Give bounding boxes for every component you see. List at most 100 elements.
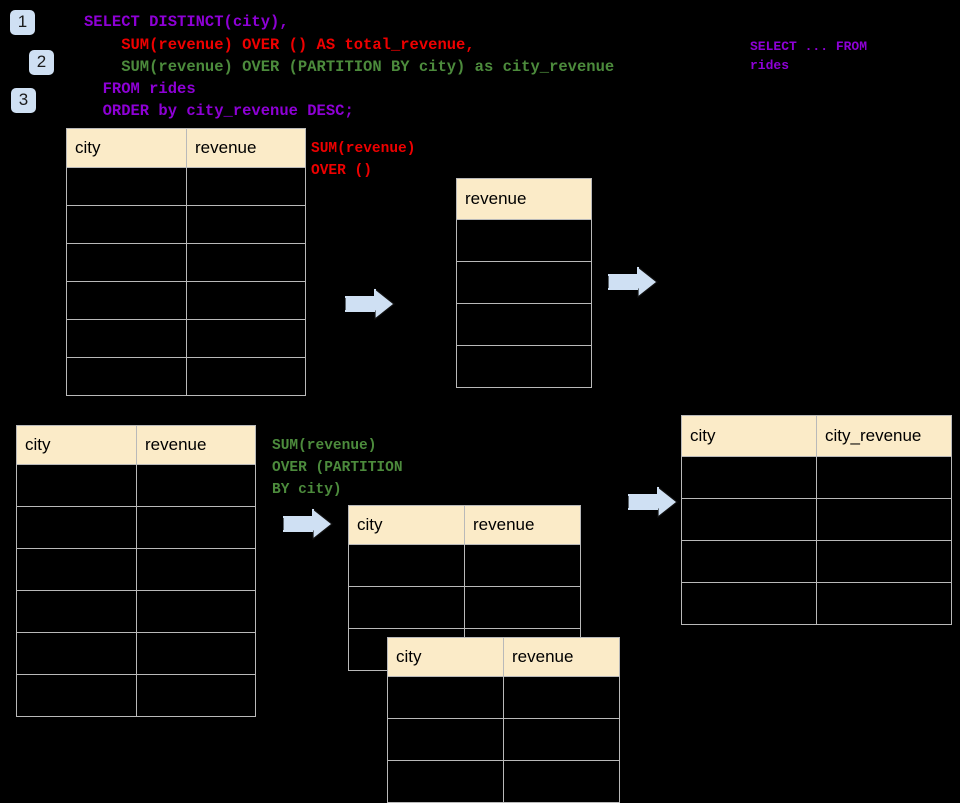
table-cell <box>456 261 592 304</box>
table-cell <box>66 357 187 396</box>
column-header-city: city <box>387 637 504 677</box>
annotation-sum-over-empty: SUM(revenue) OVER () <box>311 141 416 179</box>
table-cell <box>186 167 306 206</box>
table-row <box>66 167 306 206</box>
sql-sidenote: SELECT ... FROM rides <box>750 39 868 73</box>
table-cell <box>681 582 817 625</box>
table-cell <box>186 281 306 320</box>
sql-line-total-revenue: SUM(revenue) OVER () AS total_revenue, <box>84 36 475 54</box>
table-row <box>681 456 952 499</box>
column-header-revenue: revenue <box>503 637 620 677</box>
column-header-revenue: revenue <box>464 505 581 545</box>
table-cell <box>387 760 504 803</box>
table-row <box>456 345 592 388</box>
table-cell <box>16 590 137 633</box>
table-revenue-only: revenue <box>456 178 592 388</box>
column-header-revenue: revenue <box>136 425 256 465</box>
table-cell <box>16 464 137 507</box>
table-row <box>681 540 952 583</box>
table-row <box>16 632 256 675</box>
step-badge-3: 3 <box>11 88 36 113</box>
table-cell <box>816 498 952 541</box>
table-cell <box>456 303 592 346</box>
arrow-right-icon <box>344 287 395 321</box>
table-header-row: revenue <box>456 178 592 220</box>
arrow-right-icon <box>282 507 333 541</box>
column-header-revenue: revenue <box>456 178 592 220</box>
table-cell <box>503 676 620 719</box>
table-row <box>16 674 256 717</box>
sql-line-from: FROM rides <box>84 80 196 98</box>
table-cell <box>387 718 504 761</box>
table-cell <box>66 205 187 244</box>
table-cell <box>681 498 817 541</box>
table-cell <box>16 506 137 549</box>
table-row <box>66 243 306 282</box>
table-cell <box>456 219 592 262</box>
flow-arrow-bottom-1 <box>282 507 333 545</box>
table-cell <box>66 319 187 358</box>
table-row <box>16 548 256 591</box>
table-cell <box>186 357 306 396</box>
table-cell <box>186 319 306 358</box>
table-row <box>66 281 306 320</box>
table-row <box>348 544 581 587</box>
table-cell <box>456 345 592 388</box>
table-row <box>16 590 256 633</box>
table-cell <box>503 718 620 761</box>
table-cell <box>348 586 465 629</box>
sql-line-order-by: ORDER by city_revenue DESC; <box>84 102 354 120</box>
table-cell <box>136 590 256 633</box>
table-cell <box>66 281 187 320</box>
table-cell <box>186 243 306 282</box>
arrow-right-icon <box>627 485 678 519</box>
flow-arrow-top-1 <box>344 287 395 325</box>
table-row <box>16 506 256 549</box>
step-badge-2: 2 <box>29 50 54 75</box>
arrow-right-icon <box>607 265 658 299</box>
column-header-city_revenue: city_revenue <box>816 415 952 457</box>
table-cell <box>66 167 187 206</box>
table-row <box>456 261 592 304</box>
sql-line-city-revenue: SUM(revenue) OVER (PARTITION BY city) as… <box>84 58 615 76</box>
table-row <box>66 357 306 396</box>
table-cell <box>16 674 137 717</box>
step-badge-1: 1 <box>10 10 35 35</box>
table-cell <box>136 674 256 717</box>
table-cell <box>387 676 504 719</box>
table-row <box>681 498 952 541</box>
table-cell <box>186 205 306 244</box>
column-header-city: city <box>681 415 817 457</box>
table-row <box>456 219 592 262</box>
table-cell <box>464 544 581 587</box>
table-cell <box>681 540 817 583</box>
table-cell <box>503 760 620 803</box>
table-row <box>387 718 620 761</box>
column-header-city: city <box>66 128 187 168</box>
table-row <box>387 760 620 803</box>
table-cell <box>816 456 952 499</box>
table-cell <box>66 243 187 282</box>
table-revenue-only-body: revenue <box>456 178 592 388</box>
table-cell <box>16 548 137 591</box>
column-header-city: city <box>16 425 137 465</box>
table-row <box>387 676 620 719</box>
sql-line-select: SELECT DISTINCT(city), <box>84 13 289 31</box>
table-cell <box>136 632 256 675</box>
column-header-revenue: revenue <box>186 128 306 168</box>
table-row <box>348 586 581 629</box>
table-row <box>66 205 306 244</box>
table-row <box>681 582 952 625</box>
table-cell <box>464 586 581 629</box>
